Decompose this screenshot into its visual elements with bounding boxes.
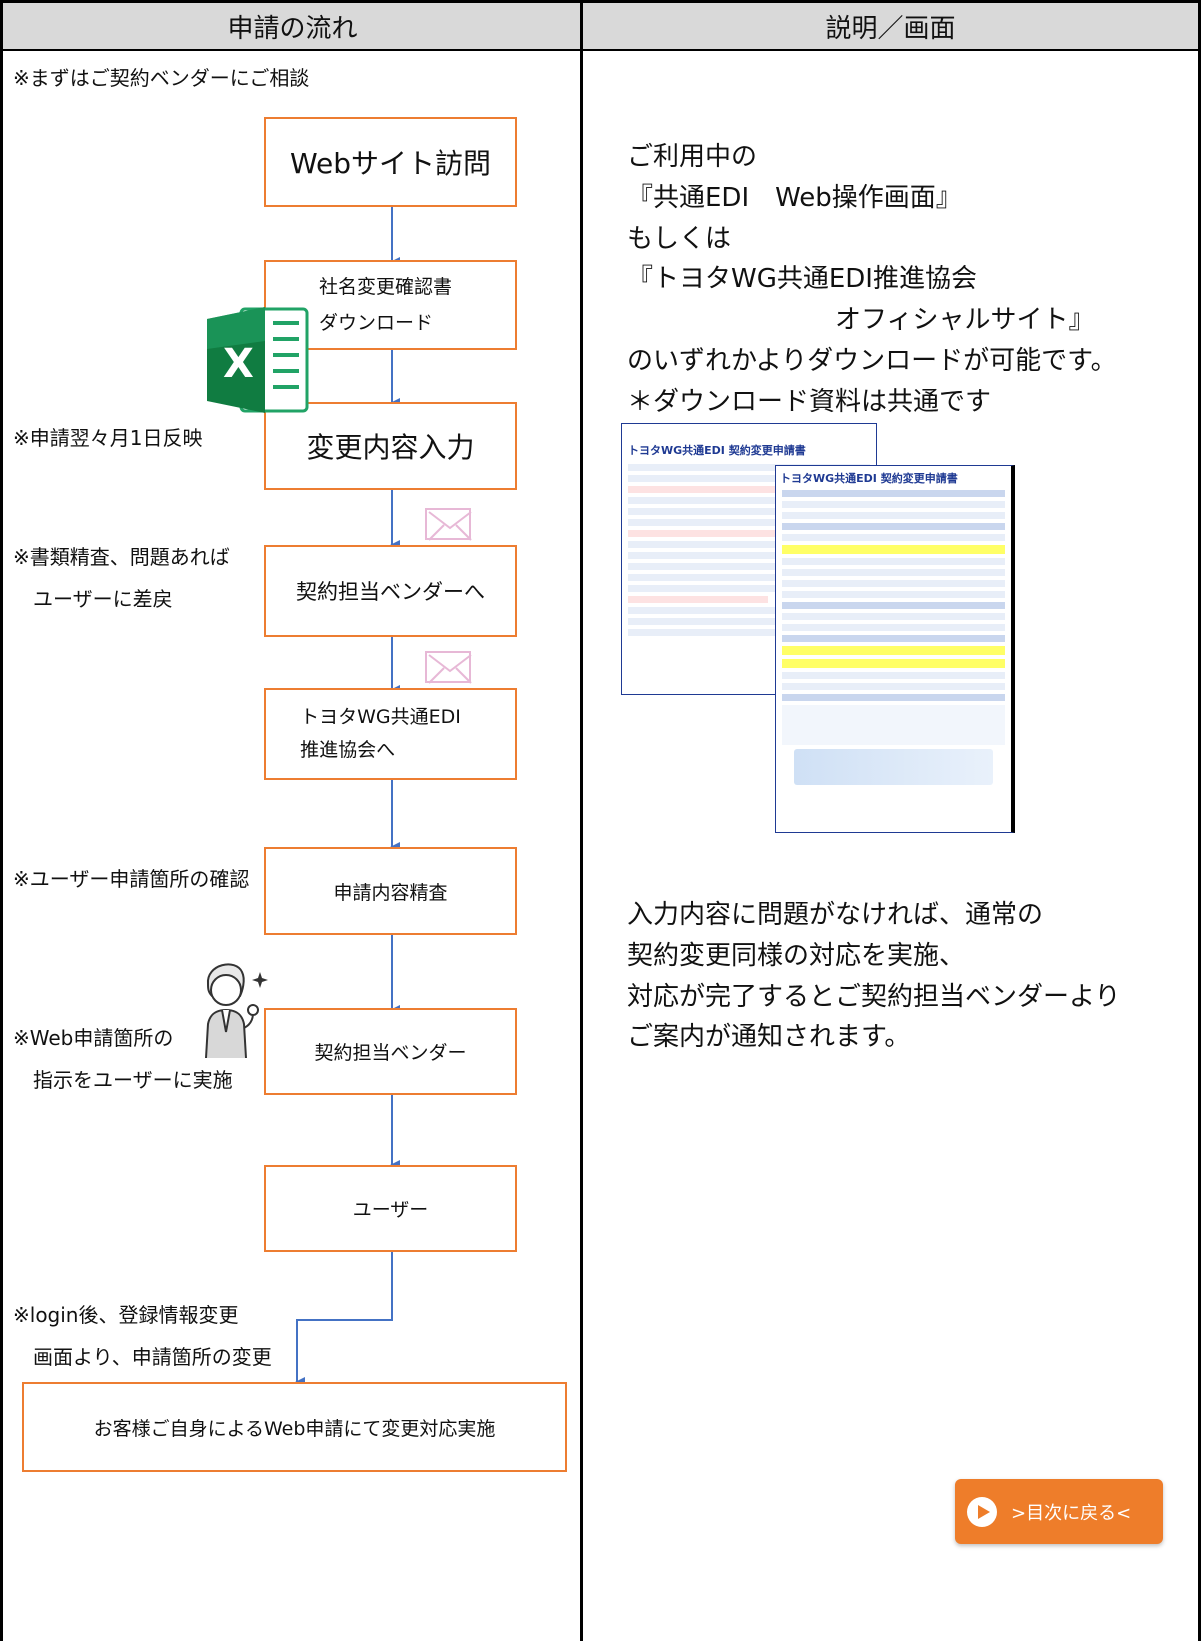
doc-line: [628, 508, 781, 515]
frame-right: [1198, 0, 1201, 1641]
step-web-application-label: お客様ご自身によるWeb申請にて変更対応実施: [93, 1417, 496, 1440]
doc-line: [628, 574, 844, 581]
mail-icon: [425, 651, 472, 684]
step-web-visit-label: Webサイト訪問: [289, 147, 492, 180]
description-download: ご利用中の 『共通EDI Web操作画面』 もしくは 『トヨタWG共通EDI推進…: [627, 142, 1117, 417]
doc-line: [628, 629, 870, 636]
doc-row-highlight: [782, 659, 1005, 668]
doc-line: [628, 475, 806, 482]
excel-icon: X: [203, 301, 313, 419]
doc-row: [782, 613, 1005, 620]
businessman-icon: [196, 958, 268, 1059]
doc-line: [628, 607, 870, 614]
back-to-toc-button[interactable]: >目次に戻る<: [955, 1479, 1163, 1544]
doc-row: [782, 569, 1005, 576]
note-reflect-date: ※申請翌々月1日反映: [13, 426, 203, 450]
doc-row-highlight: [782, 545, 1005, 554]
doc-row: [782, 672, 1005, 679]
step-input-changes-label: 変更内容入力: [306, 431, 475, 464]
doc-preview-front: トヨタWG共通EDI 契約変更申請書: [775, 465, 1015, 833]
doc-line: [628, 618, 806, 625]
step-contract-vendor: 契約担当ベンダー: [264, 1008, 517, 1095]
doc-row: [782, 683, 1005, 690]
doc-row: [782, 512, 1005, 519]
doc-row: [782, 534, 1005, 541]
step-download-form-label: 社名変更確認書 ダウンロード: [318, 275, 452, 334]
step-user-label: ユーザー: [352, 1199, 429, 1221]
svg-text:X: X: [223, 341, 254, 387]
doc-row: [782, 580, 1005, 587]
description-completion: 入力内容に問題がなければ、通常の 契約変更同様の対応を実施、 対応が完了するとご…: [627, 900, 1121, 1053]
step-to-association: トヨタWG共通EDI 推進協会へ: [264, 688, 517, 780]
note-consult-vendor: ※まずはご契約ベンダーにご相談: [13, 66, 310, 90]
mail-icon: [425, 508, 472, 541]
step-review-label: 申請内容精査: [333, 881, 448, 904]
doc-row: [782, 523, 1005, 530]
doc-row: [782, 694, 1005, 701]
note-document-check: ※書類精査、問題あれば ユーザーに差戻: [13, 545, 230, 611]
doc-line: [628, 541, 870, 548]
doc-line: [628, 530, 819, 537]
doc-line: [628, 585, 870, 592]
step-to-association-label: トヨタWG共通EDI 推進協会へ: [300, 705, 461, 761]
header-right: 説明／画面: [583, 3, 1198, 49]
doc-line: [628, 596, 768, 603]
frame-middle: [580, 0, 583, 1641]
note-user-check: ※ユーザー申請箇所の確認: [13, 867, 250, 891]
doc-row: [782, 490, 1005, 497]
step-web-application: お客様ご自身によるWeb申請にて変更対応実施: [22, 1382, 567, 1472]
doc-line: [628, 519, 870, 526]
frame-header-bottom: [0, 49, 1201, 51]
step-to-vendor-label: 契約担当ベンダーへ: [296, 580, 485, 604]
play-icon: [967, 1496, 997, 1527]
step-review: 申請内容精査: [264, 847, 517, 935]
doc-row-highlight: [782, 646, 1005, 655]
note-login-change: ※login後、登録情報変更 画面より、申請箇所の変更: [13, 1303, 272, 1369]
doc-line: [628, 563, 870, 570]
note-web-instruction: ※Web申請箇所の 指示をユーザーに実施: [13, 1026, 233, 1092]
frame-top: [0, 0, 1201, 3]
step-input-changes: 変更内容入力: [264, 402, 517, 490]
doc-row: [782, 635, 1005, 642]
step-web-visit: Webサイト訪問: [264, 117, 517, 207]
frame-left: [0, 0, 3, 1641]
doc-line: [628, 552, 794, 559]
back-to-toc-label: >目次に戻る<: [1011, 1502, 1132, 1524]
doc-row: [782, 624, 1005, 631]
step-to-vendor: 契約担当ベンダーへ: [264, 545, 517, 637]
doc-row: [782, 501, 1005, 508]
doc-flow-graphic: [794, 749, 993, 785]
doc-row: [782, 591, 1005, 598]
step-user: ユーザー: [264, 1165, 517, 1252]
step-contract-vendor-label: 契約担当ベンダー: [314, 1042, 467, 1064]
doc-preview-back-title: トヨタWG共通EDI 契約変更申請書: [628, 444, 806, 457]
doc-line: [628, 497, 870, 504]
doc-row: [782, 558, 1005, 565]
doc-row: [782, 705, 1005, 745]
doc-line: [628, 486, 832, 493]
header-left: 申請の流れ: [3, 3, 582, 49]
doc-line: [628, 464, 870, 471]
doc-row: [782, 602, 1005, 609]
doc-preview-front-title: トヨタWG共通EDI 契約変更申請書: [780, 472, 958, 485]
